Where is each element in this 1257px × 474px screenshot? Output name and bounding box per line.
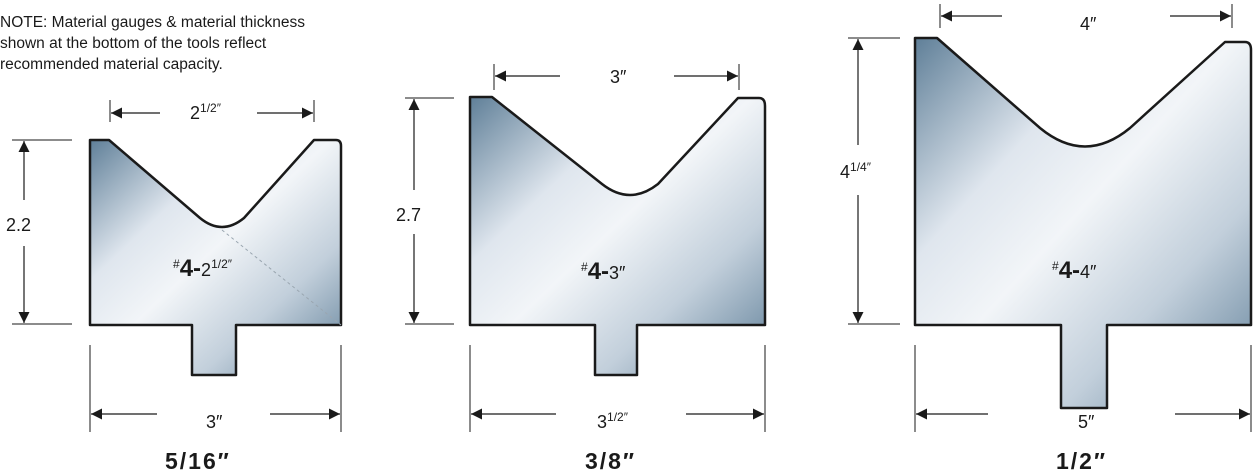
tool-2-height-label: 2.7: [396, 205, 421, 225]
tool-1-height-label: 2.2: [6, 215, 31, 235]
tool-2-capacity: 3/8″: [585, 448, 636, 474]
tool-1: 21/2″ 2.2 3″ #4-21/2″ 5/16″: [6, 100, 343, 474]
tool-2-bottom-width-label: 31/2″: [597, 410, 629, 432]
tool-3-top-width-label: 4″: [1080, 14, 1097, 34]
tool-2-die-body: [468, 95, 767, 377]
note-line-1: NOTE: Material gauges & material thickne…: [0, 14, 305, 31]
tool-1-reference-line: [221, 229, 342, 326]
tool-1-top-width-label: 21/2″: [190, 101, 222, 123]
tool-1-model-label: #4-21/2″: [173, 255, 233, 282]
tool-3-bottom-width-label: 5″: [1078, 412, 1095, 432]
note-line-3: recommended material capacity.: [0, 56, 223, 73]
tool-3-height-label: 41/4″: [840, 160, 872, 182]
tool-3-capacity: 1/2″: [1056, 448, 1107, 474]
tool-1-die-body: [88, 138, 343, 377]
tool-1-bottom-width-label: 3″: [206, 412, 223, 432]
tool-2-model-label: #4-3″: [581, 258, 626, 285]
tool-2-top-width-label: 3″: [610, 67, 627, 87]
note-line-2: shown at the bottom of the tools reflect: [0, 35, 267, 52]
tool-2: 3″ 2.7 31/2″ #4-3″ 3/8″: [396, 64, 767, 474]
tool-1-capacity: 5/16″: [165, 448, 231, 474]
tool-3-model-label: #4-4″: [1052, 257, 1097, 284]
tool-3: 4″ 41/4″ 5″ #4-4″ 1/2″: [840, 4, 1253, 474]
note-text: NOTE: Material gauges & material thickne…: [0, 12, 420, 75]
tool-3-die-body: [913, 36, 1253, 410]
